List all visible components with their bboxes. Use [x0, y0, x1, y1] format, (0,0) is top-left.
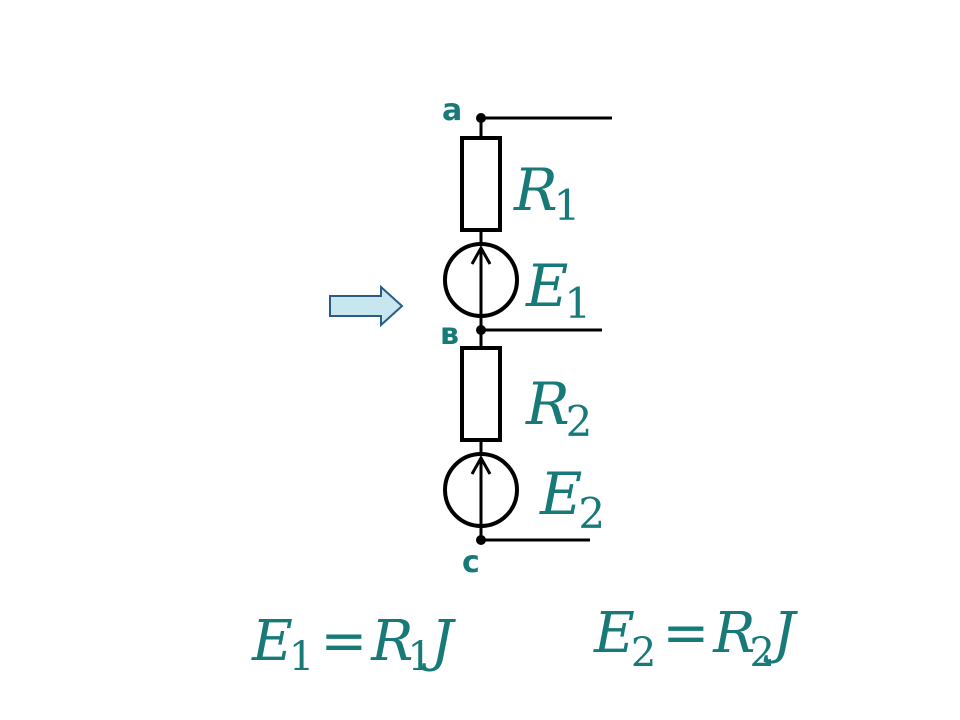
source-e1-arrow-head — [470, 244, 492, 265]
node-label-b: в — [440, 317, 459, 352]
resistor-r2 — [460, 346, 502, 442]
label-e2: E2 — [539, 460, 605, 538]
node-label-a: a — [442, 93, 462, 128]
label-r1: R1 — [513, 156, 580, 230]
resistor-r1 — [460, 136, 502, 232]
node-dot-c — [476, 535, 486, 545]
equation-1: E1=R1J — [251, 609, 457, 680]
node-dot-b — [476, 325, 486, 335]
source-e2-arrow-head — [470, 454, 492, 475]
label-e1: E1 — [525, 252, 591, 328]
equation-2: E2=R2J — [593, 601, 799, 676]
node-dot-a — [476, 113, 486, 123]
node-label-c: c — [462, 545, 480, 580]
right-arrow-icon — [329, 284, 404, 328]
label-r2: R2 — [525, 370, 592, 446]
